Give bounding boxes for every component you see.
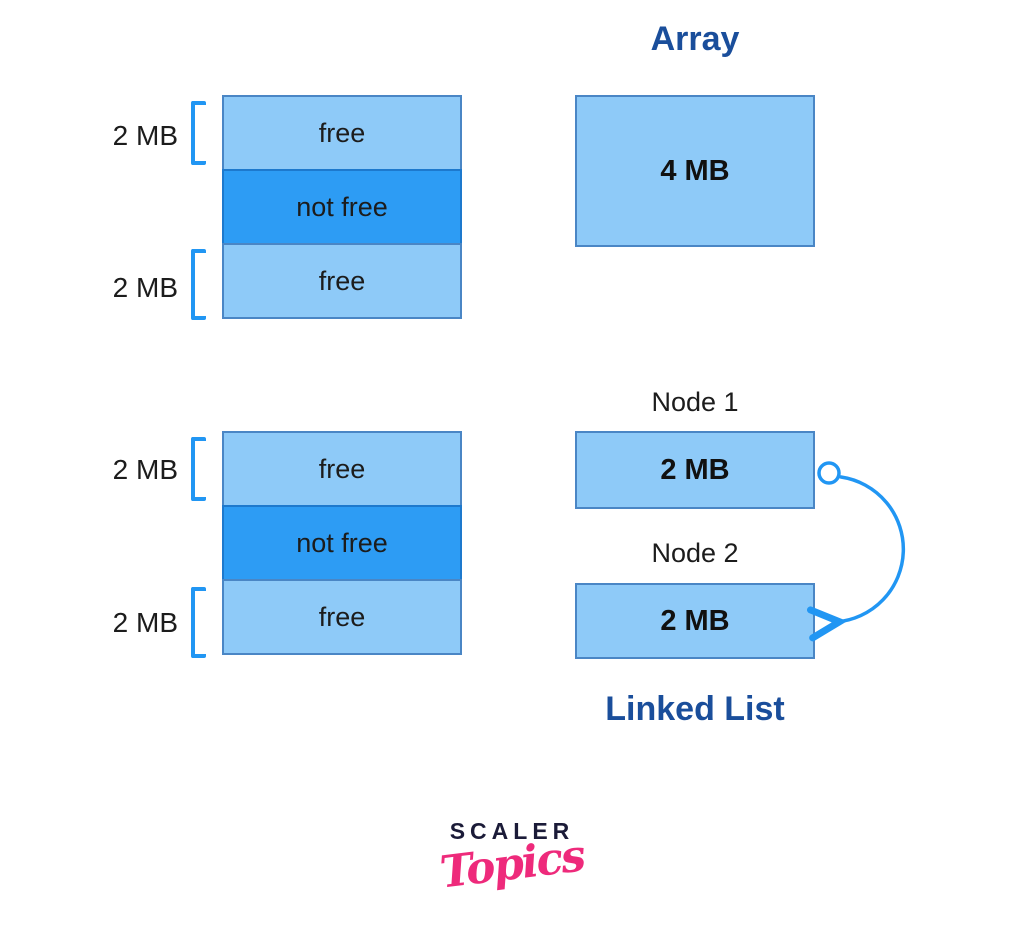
- memory-block-free: free: [222, 579, 462, 655]
- memory-block-label: free: [318, 117, 366, 148]
- memory-block-label: free: [318, 601, 366, 632]
- memory-block-label: free: [318, 265, 366, 296]
- node2-label: Node 2: [651, 538, 739, 568]
- node1-block: 2 MB: [575, 431, 815, 509]
- size-bracket: [191, 437, 206, 501]
- size-label: 2 MB: [112, 120, 178, 151]
- memory-block-free: free: [222, 243, 462, 319]
- memory-stack-top: free not free free: [222, 95, 462, 319]
- memory-block-label: not free: [296, 191, 388, 222]
- memory-block-label: free: [318, 453, 366, 484]
- node-pointer-arrow-icon: [805, 461, 906, 650]
- memory-block-not-free: not free: [222, 169, 462, 245]
- size-bracket: [191, 101, 206, 165]
- size-bracket: [191, 587, 206, 658]
- memory-stack-bottom: free not free free: [222, 431, 462, 655]
- array-title: Array: [650, 20, 740, 58]
- node1-label: Node 1: [651, 387, 739, 417]
- size-bracket: [191, 249, 206, 320]
- linked-list-title: Linked List: [605, 690, 785, 728]
- memory-block-free: free: [222, 95, 462, 171]
- node2-block: 2 MB: [575, 583, 815, 659]
- array-capacity-label: 4 MB: [660, 154, 730, 187]
- size-label: 2 MB: [112, 272, 178, 303]
- size-label: 2 MB: [112, 454, 178, 485]
- size-label: 2 MB: [112, 607, 178, 638]
- memory-block-free: free: [222, 431, 462, 507]
- node2-size-label: 2 MB: [660, 604, 730, 637]
- memory-block-label: not free: [296, 527, 388, 558]
- memory-block-not-free: not free: [222, 505, 462, 581]
- array-block: 4 MB: [575, 95, 815, 247]
- logo-brand-text: SCALER: [449, 818, 575, 844]
- node1-size-label: 2 MB: [660, 453, 730, 486]
- scaler-topics-logo: SCALER Topics: [432, 818, 592, 899]
